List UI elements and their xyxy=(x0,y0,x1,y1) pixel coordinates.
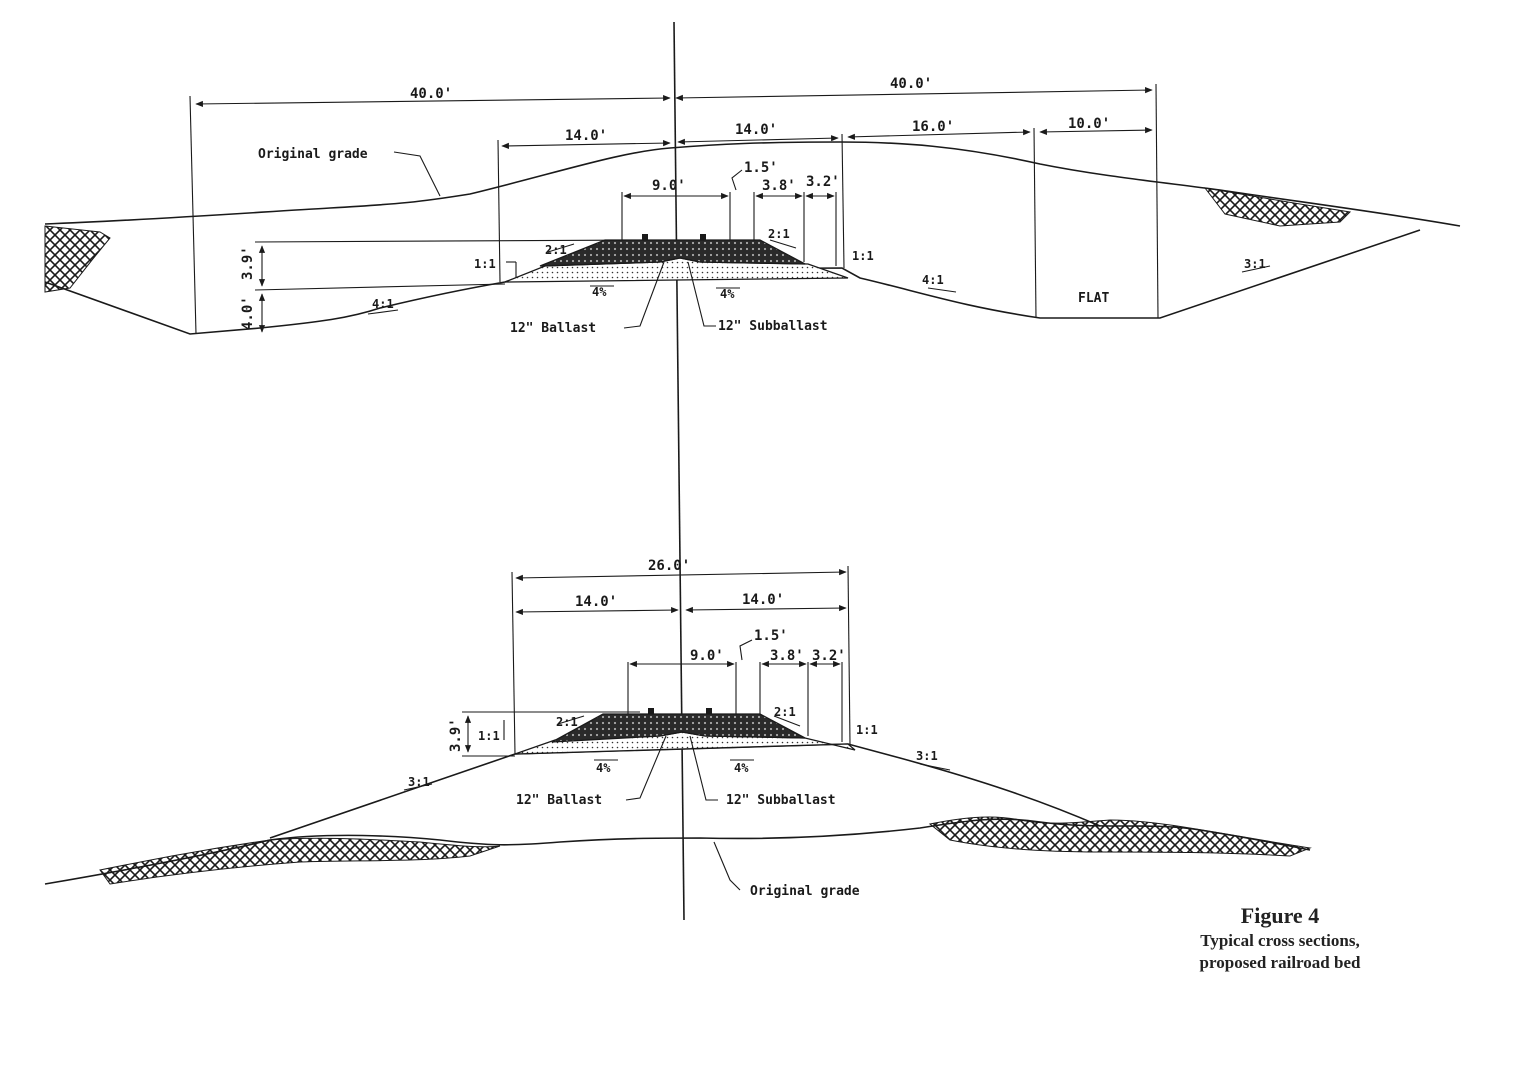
top-dim-3-2: 3.2' xyxy=(806,174,840,190)
bottom-original-grade-label: Original grade xyxy=(750,884,860,899)
caption-title: Figure 4 xyxy=(1240,903,1320,928)
bottom-ground-hatch-right xyxy=(928,816,1312,857)
top-dim-3-8: 3.8' xyxy=(762,178,796,194)
top-cross-section: 40.0' 40.0' 14.0' 14.0' 16.0' 10.0' 9.0'… xyxy=(44,76,1461,336)
bottom-pct-right: 4% xyxy=(734,761,749,775)
top-dim-3-9: 3.9' xyxy=(240,246,256,280)
top-pct-left: 4% xyxy=(592,285,607,299)
bottom-original-grade-line xyxy=(44,818,1311,885)
bottom-ground-hatch-left xyxy=(99,837,501,885)
top-dim-1-5: 1.5' xyxy=(744,160,778,176)
top-dim-right-14: 14.0' xyxy=(735,122,777,138)
bottom-ballast-label: 12" Ballast xyxy=(516,793,602,808)
bottom-embankment xyxy=(269,743,1101,839)
top-dim-left-40: 40.0' xyxy=(410,86,452,102)
bottom-ballast xyxy=(551,713,806,743)
bottom-slope-2-1-left: 2:1 xyxy=(556,715,578,729)
top-flat-label: FLAT xyxy=(1078,291,1109,306)
top-ballast-label: 12" Ballast xyxy=(510,321,596,336)
bottom-slope-2-1-right: 2:1 xyxy=(774,705,796,719)
top-slope-2-1-right: 2:1 xyxy=(768,227,790,241)
top-dim-4-0: 4.0' xyxy=(240,296,256,330)
top-pct-right: 4% xyxy=(720,287,735,301)
bottom-dim-3-8: 3.8' xyxy=(770,648,804,664)
bottom-dim-3-9: 3.9' xyxy=(448,718,464,752)
top-slope-1-1-left: 1:1 xyxy=(474,257,496,271)
centerline xyxy=(673,21,685,921)
top-ground-hatch-left xyxy=(44,225,111,293)
bottom-cross-section: 26.0' 14.0' 14.0' 9.0' 1.5' 3.8' 3.2' 3.… xyxy=(44,558,1312,899)
bottom-subballast-label: 12" Subballast xyxy=(726,793,836,808)
caption-line-1: Typical cross sections, xyxy=(1200,931,1360,950)
top-dim-16: 16.0' xyxy=(912,119,954,135)
bottom-dim-9: 9.0' xyxy=(690,648,724,664)
top-dim-left-14: 14.0' xyxy=(565,128,607,144)
top-slope-4-1-right: 4:1 xyxy=(922,273,944,287)
bottom-slope-1-1-right: 1:1 xyxy=(856,723,878,737)
top-dim-10: 10.0' xyxy=(1068,116,1110,132)
bottom-slope-3-1-right: 3:1 xyxy=(916,749,938,763)
top-subballast-label: 12" Subballast xyxy=(718,319,828,334)
bottom-slope-1-1-left: 1:1 xyxy=(478,729,500,743)
bottom-pct-left: 4% xyxy=(596,761,611,775)
top-slope-1-1-right: 1:1 xyxy=(852,249,874,263)
bottom-dim-3-2: 3.2' xyxy=(812,648,846,664)
figure-caption: Figure 4 Typical cross sections, propose… xyxy=(1160,902,1400,974)
top-dim-9: 9.0' xyxy=(652,178,686,194)
bottom-dim-right-14: 14.0' xyxy=(742,592,784,608)
bottom-dim-left-14: 14.0' xyxy=(575,594,617,610)
bottom-dim-26: 26.0' xyxy=(648,558,690,574)
bottom-slope-3-1-left: 3:1 xyxy=(408,775,430,789)
top-dim-right-40: 40.0' xyxy=(890,76,932,92)
bottom-dim-1-5: 1.5' xyxy=(754,628,788,644)
top-ground-hatch-right xyxy=(1203,187,1352,227)
top-cut-profile xyxy=(44,229,1421,335)
top-slope-2-1-left: 2:1 xyxy=(545,243,567,257)
top-original-grade-label: Original grade xyxy=(258,147,368,162)
top-slope-3-1: 3:1 xyxy=(1244,257,1266,271)
top-slope-4-1-left: 4:1 xyxy=(372,297,394,311)
caption-line-2: proposed railroad bed xyxy=(1199,953,1361,972)
